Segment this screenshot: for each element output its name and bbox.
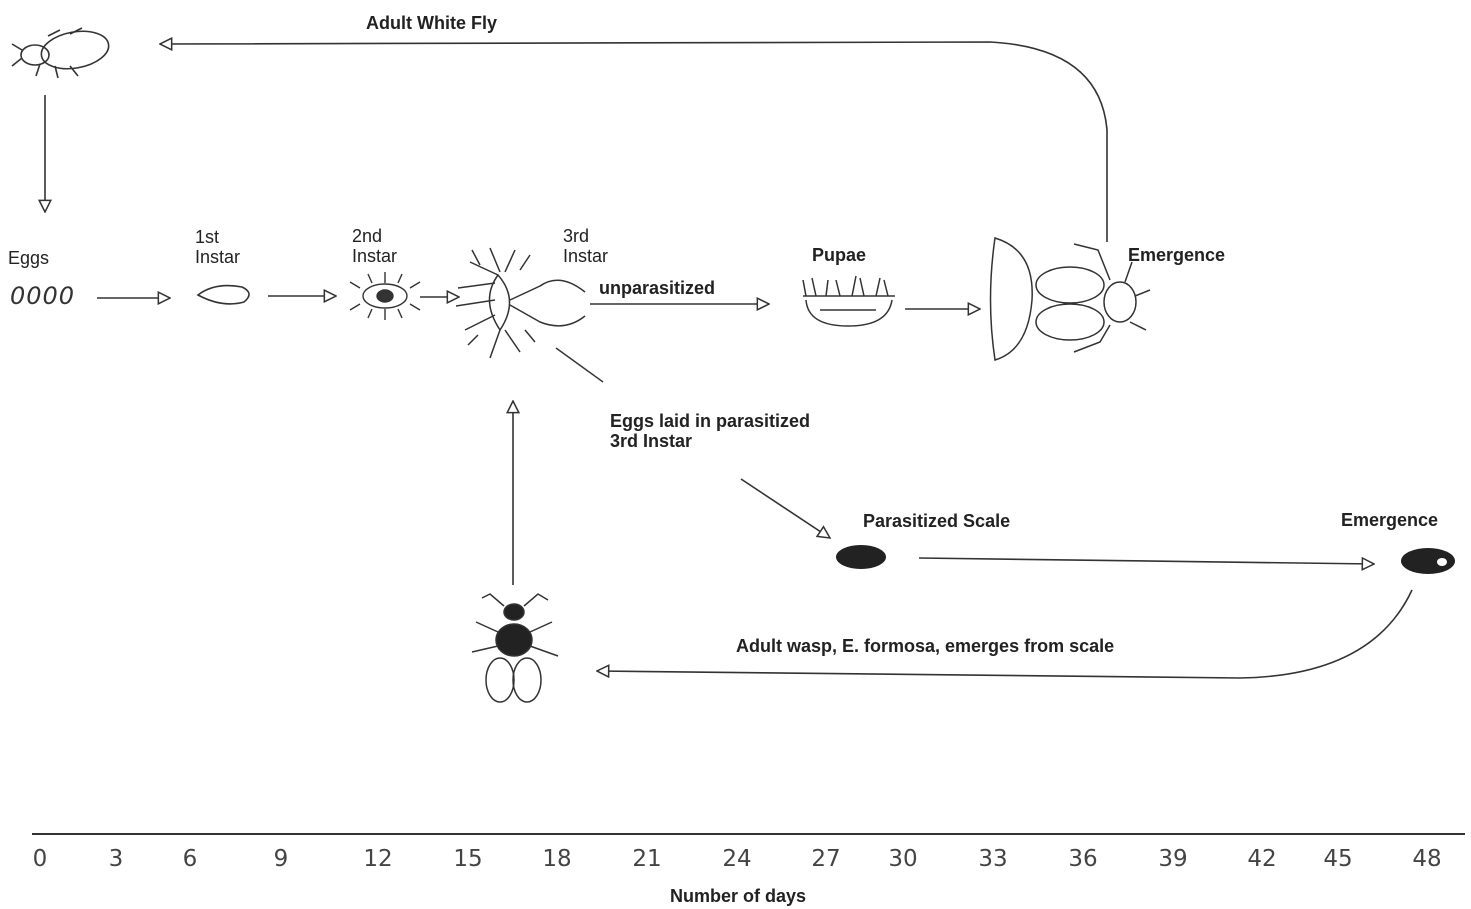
axis-tick: 0 bbox=[33, 846, 48, 872]
label-emergence-top: Emergence bbox=[1128, 245, 1225, 265]
axis-tick: 42 bbox=[1247, 846, 1276, 872]
label-eggs-laid: Eggs laid in parasitized 3rd Instar bbox=[610, 411, 810, 451]
emerging-fly-icon bbox=[991, 238, 1151, 360]
axis-tick: 30 bbox=[888, 846, 917, 872]
label-second-instar: 2nd Instar bbox=[352, 226, 397, 266]
label-third-instar: 3rd Instar bbox=[563, 226, 608, 266]
eggs-icon: 0000 bbox=[10, 282, 75, 310]
axis-tick: 39 bbox=[1158, 846, 1187, 872]
axis-tick: 27 bbox=[811, 846, 840, 872]
wasp-icon bbox=[472, 594, 558, 702]
label-pupae: Pupae bbox=[812, 245, 866, 265]
arrow-scale-to-emergence bbox=[919, 558, 1374, 564]
axis-tick: 3 bbox=[109, 846, 124, 872]
emerged-scale-icon bbox=[1401, 548, 1455, 574]
first-instar-icon bbox=[198, 286, 249, 304]
axis-tick: 15 bbox=[453, 846, 482, 872]
axis-tick: 24 bbox=[722, 846, 751, 872]
label-parasitized-scale: Parasitized Scale bbox=[863, 511, 1010, 531]
label-unparasitized: unparasitized bbox=[599, 278, 715, 298]
axis-tick: 21 bbox=[632, 846, 661, 872]
pupae-icon bbox=[803, 276, 895, 326]
label-emergence-bottom: Emergence bbox=[1341, 510, 1438, 530]
axis-tick: 45 bbox=[1323, 846, 1352, 872]
axis-tick: 36 bbox=[1068, 846, 1097, 872]
arrow-to-adult-wasp bbox=[597, 590, 1412, 678]
connector-third-instar-to-note bbox=[556, 348, 603, 382]
label-adult-wasp: Adult wasp, E. formosa, emerges from sca… bbox=[736, 636, 1114, 656]
arrow-to-adult-whitefly bbox=[160, 42, 1107, 242]
axis-tick: 48 bbox=[1412, 846, 1441, 872]
axis-tick: 6 bbox=[183, 846, 198, 872]
second-instar-icon bbox=[350, 272, 420, 320]
label-eggs: Eggs bbox=[8, 248, 49, 268]
parasitized-scale-icon bbox=[836, 545, 886, 569]
arrow-to-parasitized-scale bbox=[741, 479, 830, 538]
label-first-instar: 1st Instar bbox=[195, 227, 240, 267]
axis-tick: 12 bbox=[363, 846, 392, 872]
label-adult-white-fly: Adult White Fly bbox=[366, 13, 497, 33]
axis-tick: 18 bbox=[542, 846, 571, 872]
axis-tick: 33 bbox=[978, 846, 1007, 872]
axis-tick: 9 bbox=[274, 846, 289, 872]
whitefly-adult-icon bbox=[12, 26, 112, 78]
axis-title: Number of days bbox=[670, 886, 806, 907]
